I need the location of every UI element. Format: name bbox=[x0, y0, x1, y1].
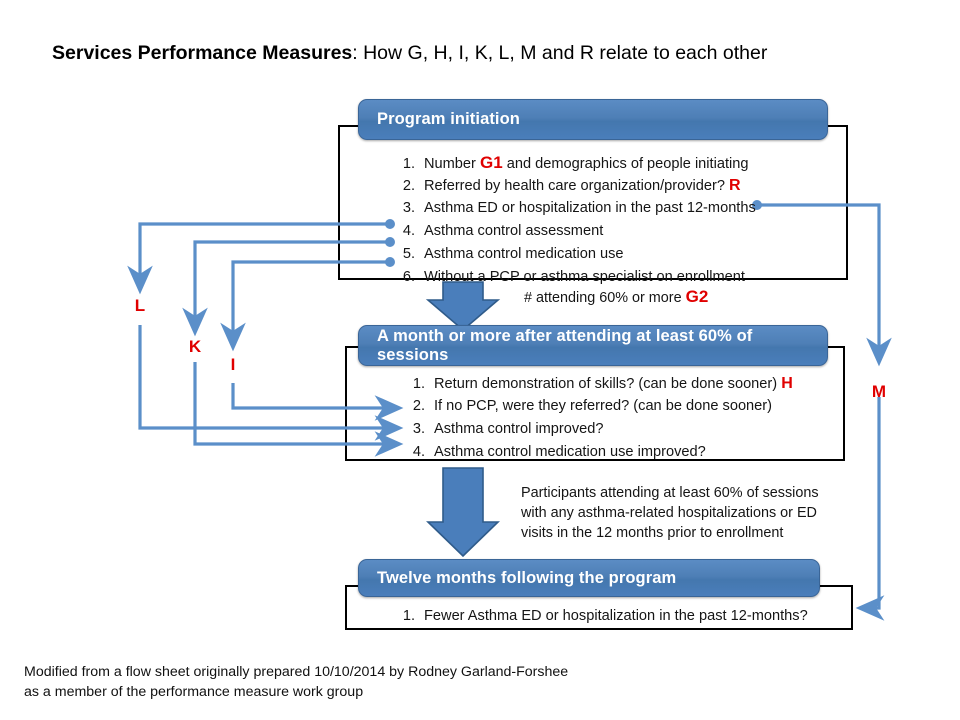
measure-tag-g2: G2 bbox=[685, 287, 709, 306]
list-item: 2. Referred by health care organization/p… bbox=[385, 174, 835, 197]
list-item: 3. Asthma ED or hospitalization in the pa… bbox=[385, 197, 835, 220]
list-item-text: Asthma control improved? bbox=[434, 421, 604, 437]
list-item: 2. If no PCP, were they referred? (can be… bbox=[395, 395, 835, 418]
list-item: 3. Asthma control improved? bbox=[395, 418, 835, 441]
list-item-number: 1. bbox=[402, 608, 415, 624]
list-item-number: 4. bbox=[412, 444, 425, 460]
footer-line-1: Modified from a flow sheet originally pr… bbox=[24, 664, 569, 680]
connector-label-m: M bbox=[871, 382, 887, 401]
box-program-initiation bbox=[338, 125, 848, 280]
list-item-number: 3. bbox=[402, 200, 415, 216]
list-item: 1. Fewer Asthma ED or hospitalization in … bbox=[385, 605, 835, 628]
connector-label-k: K bbox=[188, 337, 202, 356]
annotation-line-1: Participants attending at least 60% of s… bbox=[521, 485, 819, 501]
connector-label-l: L bbox=[134, 296, 146, 315]
header-program-initiation: Program initiation bbox=[358, 99, 828, 140]
measure-tag-g1: G1 bbox=[479, 153, 503, 172]
annotation-line-2: with any asthma-related hospitalizations… bbox=[521, 505, 817, 521]
wire-k-upper bbox=[182, 240, 390, 337]
list-month-or-more: 1. Return demonstration of skills? (can b… bbox=[395, 372, 835, 464]
list-item-number: 1. bbox=[402, 156, 415, 172]
footer-line-2: as a member of the performance measure w… bbox=[24, 684, 364, 700]
list-twelve-months: 1. Fewer Asthma ED or hospitalization in … bbox=[385, 605, 835, 628]
connector-label-i: I bbox=[230, 355, 236, 374]
wire-m-lower bbox=[855, 397, 885, 621]
list-item: 5. Asthma control medication use bbox=[385, 243, 835, 266]
measure-tag-r: R bbox=[729, 177, 741, 194]
list-item-text-2: and demographics of people initiating bbox=[502, 156, 749, 172]
list-item: 4. Asthma control assessment bbox=[385, 220, 835, 243]
list-item-text: If no PCP, were they referred? (can be d… bbox=[434, 398, 773, 414]
wire-i-lower bbox=[231, 383, 404, 421]
annotation-flow-1: # attending 60% or more G2 bbox=[524, 287, 708, 308]
list-item-text: Return demonstration of skills? (can be … bbox=[434, 376, 782, 392]
wire-l-lower bbox=[138, 325, 404, 441]
list-item-number: 3. bbox=[412, 421, 425, 437]
list-program-initiation: 1. Number G1 and demographics of people i… bbox=[385, 151, 835, 289]
list-item-number: 2. bbox=[402, 178, 415, 194]
list-item-number: 6. bbox=[402, 269, 415, 285]
list-item-text: Number bbox=[424, 156, 480, 172]
footer-note: Modified from a flow sheet originally pr… bbox=[24, 662, 568, 702]
list-item-number: 2. bbox=[412, 398, 425, 414]
annotation-text: # attending 60% or more bbox=[524, 290, 686, 306]
list-item-number: 4. bbox=[402, 223, 415, 239]
measure-tag-h: H bbox=[781, 375, 793, 392]
page-title-bold: Services Performance Measures bbox=[52, 42, 353, 64]
list-item-text: Asthma control assessment bbox=[424, 223, 604, 239]
header-label: Twelve months following the program bbox=[377, 568, 677, 587]
list-item: 1. Return demonstration of skills? (can b… bbox=[395, 372, 835, 395]
wire-i-upper bbox=[220, 260, 390, 352]
header-twelve-months: Twelve months following the program bbox=[358, 559, 820, 597]
wire-l-upper bbox=[127, 222, 390, 295]
annotation-flow-2: Participants attending at least 60% of s… bbox=[521, 483, 851, 543]
header-label: A month or more after attending at least… bbox=[377, 326, 753, 364]
wire-k-lower bbox=[193, 362, 404, 457]
wire-r-m-upper bbox=[757, 203, 892, 367]
header-label: Program initiation bbox=[377, 110, 520, 128]
header-month-or-more: A month or more after attending at least… bbox=[358, 325, 828, 366]
list-item-text: Asthma control medication use bbox=[424, 246, 624, 262]
list-item: 6. Without a PCP or asthma specialist on … bbox=[385, 266, 835, 289]
list-item-text: Fewer Asthma ED or hospitalization in th… bbox=[424, 608, 808, 624]
page-title-rest: : How G, H, I, K, L, M and R relate to e… bbox=[352, 42, 768, 64]
page-title: Services Performance Measures: How G, H,… bbox=[52, 42, 767, 65]
list-item: 4. Asthma control medication use improved… bbox=[395, 441, 835, 464]
annotation-line-3: visits in the 12 months prior to enrollm… bbox=[521, 525, 784, 541]
list-item: 1. Number G1 and demographics of people i… bbox=[385, 151, 835, 174]
flow-arrow-2 bbox=[426, 467, 500, 558]
list-item-number: 1. bbox=[412, 376, 425, 392]
list-item-text: Referred by health care organization/pro… bbox=[424, 178, 730, 194]
list-item-text: Asthma control medication use improved? bbox=[434, 444, 706, 460]
flow-arrow-1 bbox=[425, 281, 501, 332]
list-item-number: 5. bbox=[402, 246, 415, 262]
list-item-text: Without a PCP or asthma specialist on en… bbox=[424, 269, 745, 285]
list-item-text: Asthma ED or hospitalization in the past… bbox=[424, 200, 756, 216]
